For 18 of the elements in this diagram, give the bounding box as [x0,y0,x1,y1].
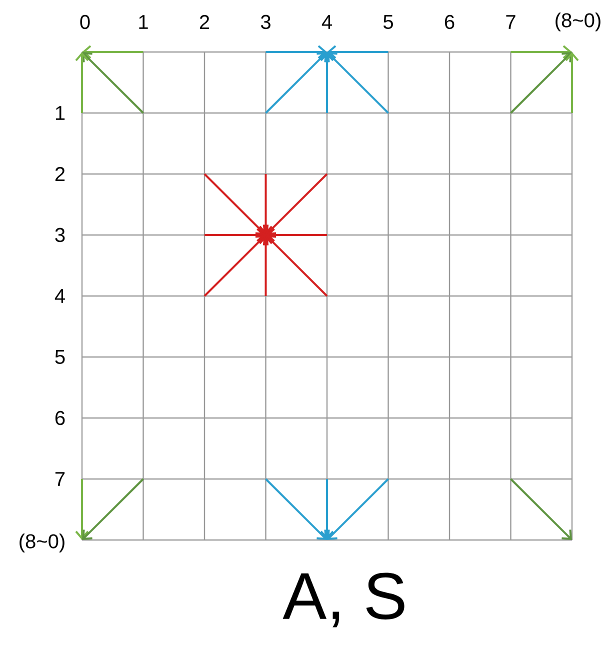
axis-number: 1 [56,106,65,120]
axis-number: 0 [80,14,90,30]
axis-number: 5 [384,15,393,29]
axis-number: 5 [55,350,65,364]
axis-number: 2 [200,15,210,29]
axis-number: 3 [260,14,270,30]
axis-number: 7 [506,15,516,29]
axis-number: 6 [55,410,65,426]
axis-number: 4 [54,289,65,303]
axis-number: 7 [55,472,65,486]
axis-number: (8~0) [556,12,600,32]
axis-number: (8~0) [20,534,64,552]
axis-number: 6 [444,14,454,30]
caption-text: A, S [282,572,404,628]
axis-number: 2 [55,167,65,181]
axis-number: 1 [139,15,148,29]
axis-number: 4 [322,15,332,29]
axis-number: 3 [55,228,65,242]
